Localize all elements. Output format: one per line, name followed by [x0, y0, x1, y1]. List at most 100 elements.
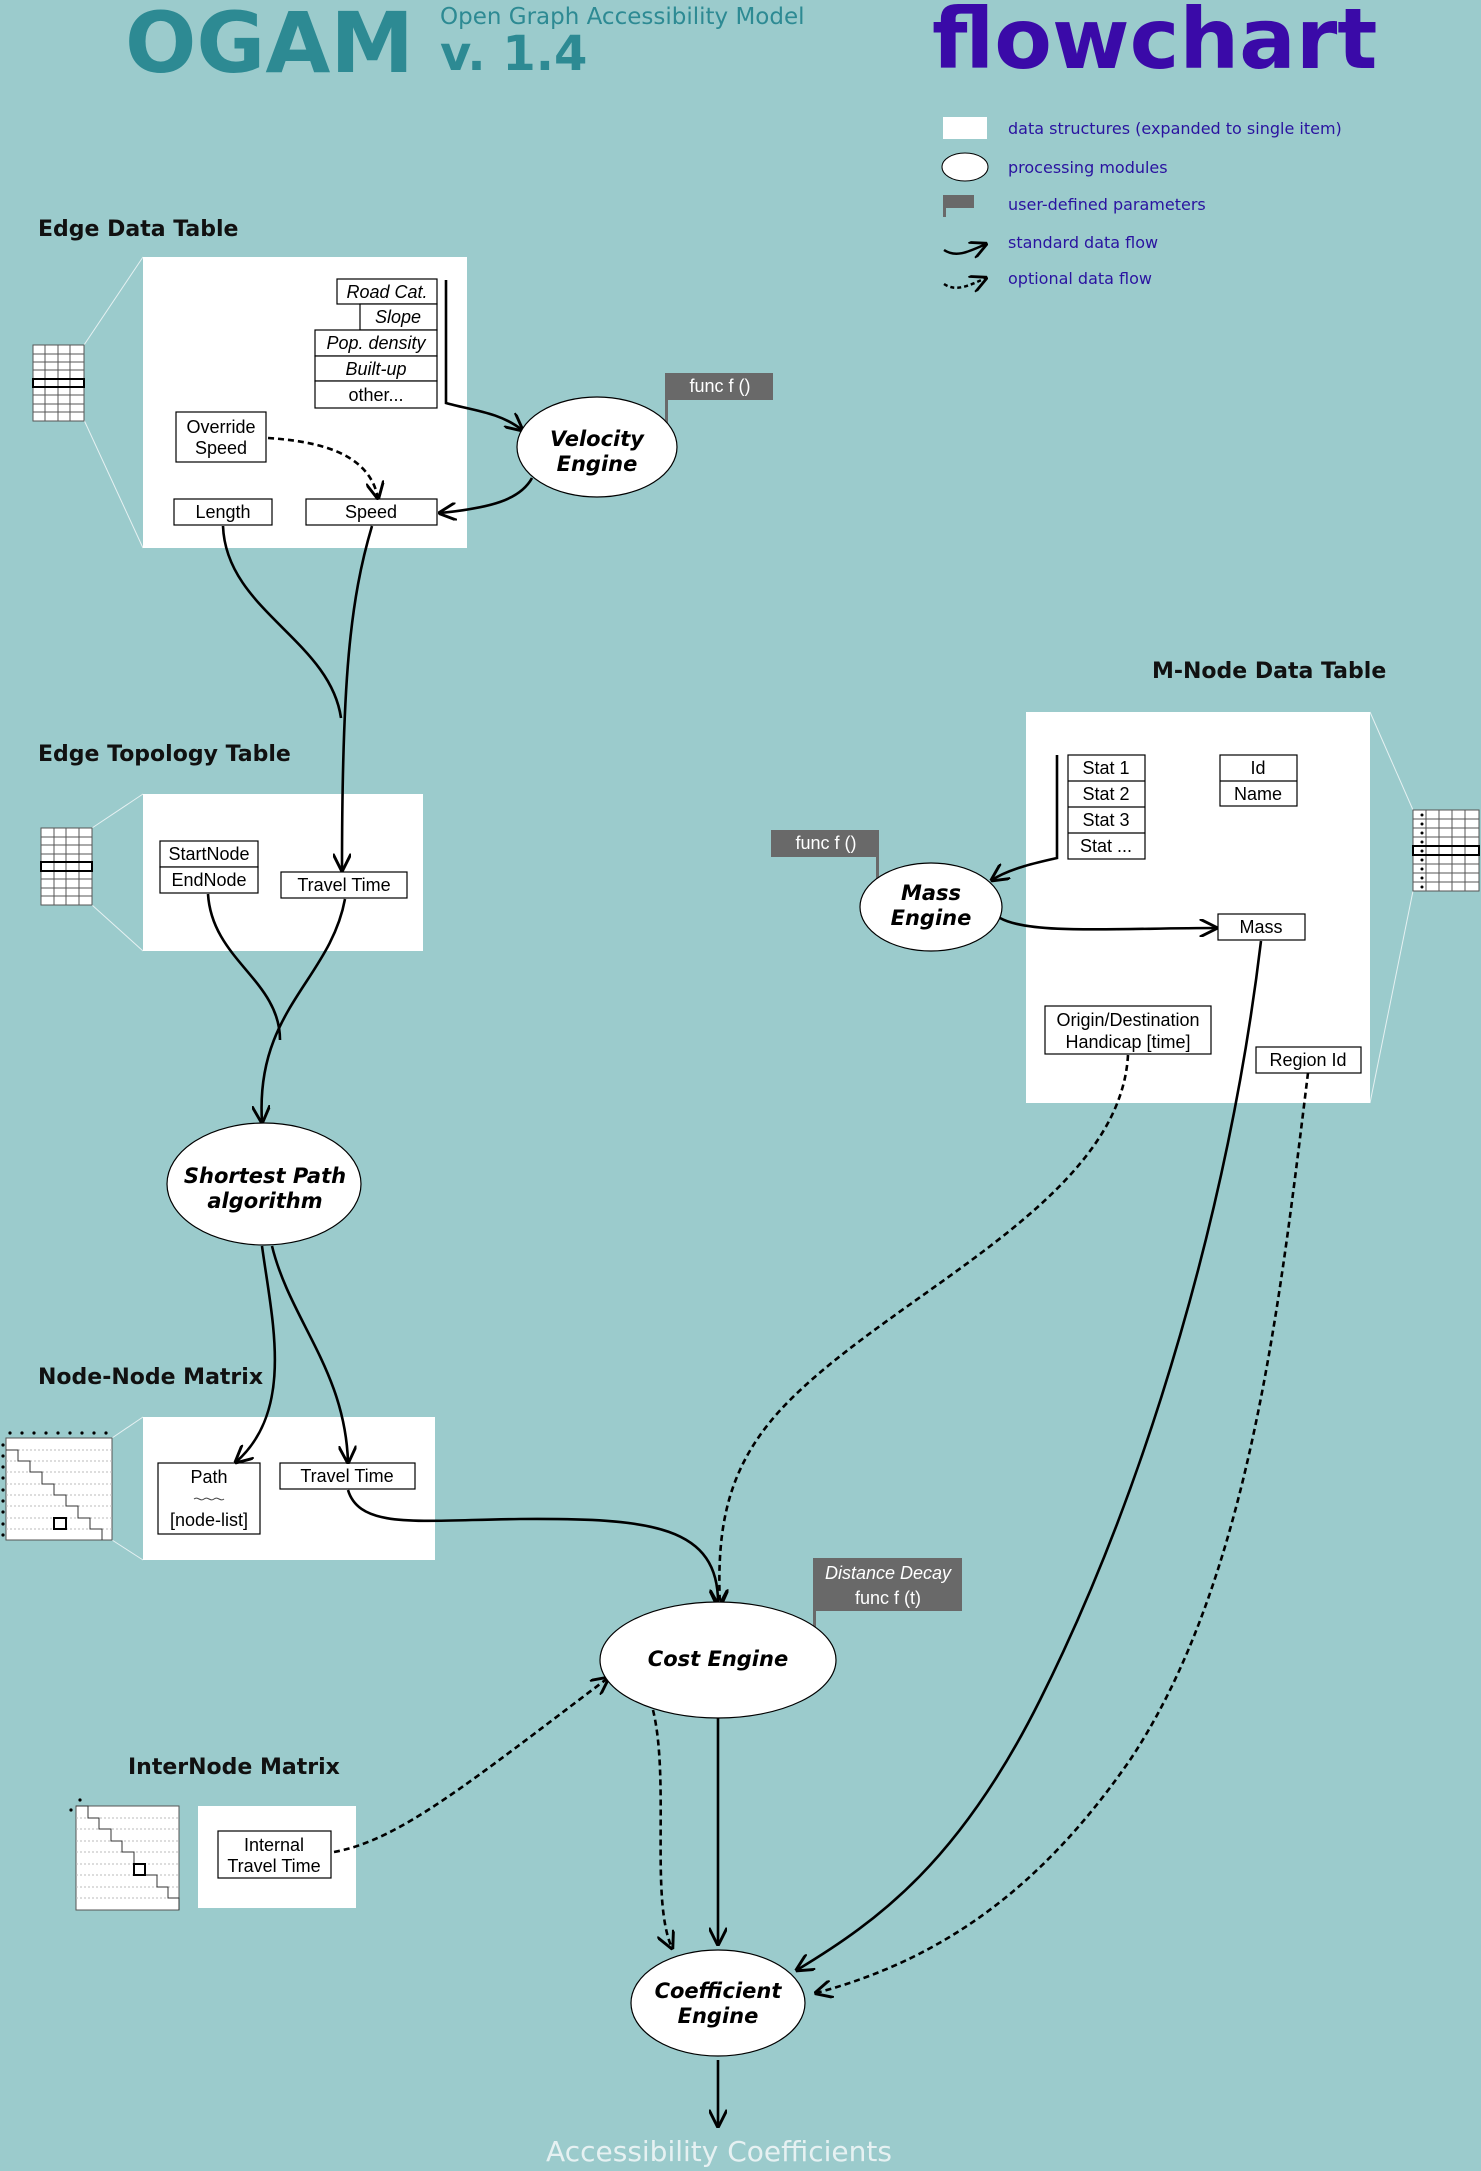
mnode-table-icon — [1369, 711, 1480, 1104]
section-node-node-matrix: Node-Node Matrix — [38, 1365, 263, 1390]
section-edge-data-table: Edge Data Table — [38, 217, 238, 242]
edge-attribute-stack: Road Cat. Slope Pop. density Built-up ot… — [314, 278, 438, 409]
edge-table-icon — [32, 256, 144, 549]
field-override-speed: Override Speed — [175, 411, 267, 463]
field-od-handicap-box — [1044, 1005, 1212, 1055]
module-velocity-engine: Velocity Engine — [516, 396, 678, 498]
field-od-1: Origin/Destination — [1056, 1010, 1199, 1030]
field-endnode-box — [159, 866, 259, 894]
svg-text:Engine: Engine — [678, 2004, 759, 2028]
section-edge-topology-table: Edge Topology Table — [38, 742, 291, 767]
svg-text:Engine: Engine — [891, 906, 972, 930]
field-region-id: Region Id — [1269, 1050, 1346, 1070]
flow-cost-to-coefficient-optional — [651, 1709, 672, 1948]
flow-velocity-to-speed — [440, 477, 534, 513]
version: v. 1.4 — [440, 26, 587, 82]
field-endnode: EndNode — [171, 870, 246, 890]
svg-text:Travel Time: Travel Time — [227, 1856, 320, 1876]
svg-text:Coefficient: Coefficient — [655, 1979, 783, 2003]
legend-standard-flow-icon — [943, 244, 986, 254]
field-road-cat: Road Cat. — [346, 282, 427, 302]
flow-mass-engine-to-mass — [999, 916, 1216, 929]
field-other: other... — [348, 385, 403, 405]
field-id: Id — [1250, 758, 1265, 778]
flow-shortest-to-travel-time — [270, 1245, 348, 1462]
field-pop-density: Pop. density — [326, 333, 426, 353]
legend-user-parameters: user-defined parameters — [1008, 195, 1206, 214]
legend-module-swatch — [941, 152, 989, 182]
field-travel-time-matrix: Travel Time — [300, 1466, 393, 1486]
svg-text:Velocity: Velocity — [550, 427, 645, 451]
svg-text:func f (t): func f (t) — [855, 1588, 921, 1608]
flow-mass-to-coefficient — [797, 940, 1263, 1970]
field-od-2: Handicap [time] — [1065, 1032, 1190, 1052]
flow-attributes-to-velocity — [444, 280, 522, 430]
field-built-up: Built-up — [345, 359, 406, 379]
flow-shortest-to-path — [236, 1245, 277, 1462]
svg-text:Override: Override — [186, 417, 255, 437]
module-coefficient-engine: Coefficient Engine — [630, 1949, 806, 2057]
svg-text:Cost Engine: Cost Engine — [648, 1647, 788, 1671]
field-node-list: [node-list] — [170, 1510, 248, 1530]
section-mnode-data-table: M-Node Data Table — [1152, 659, 1386, 684]
svg-text:Shortest Path: Shortest Path — [184, 1164, 346, 1188]
section-internode-matrix: InterNode Matrix — [128, 1755, 340, 1780]
svg-text:Engine: Engine — [557, 452, 638, 476]
path-squiggle-icon — [193, 1497, 225, 1501]
flow-region-to-coefficient — [816, 1072, 1310, 1993]
header: OGAM Open Graph Accessibility Model v. 1… — [125, 0, 1377, 92]
svg-text:Mass: Mass — [901, 881, 961, 905]
svg-text:Internal: Internal — [244, 1835, 304, 1855]
field-path: Path — [190, 1467, 227, 1487]
field-internal-travel-time: Internal Travel Time — [217, 1830, 332, 1879]
svg-text:func f (): func f () — [689, 376, 750, 396]
field-slope: Slope — [375, 307, 421, 327]
field-region-id-box — [1255, 1046, 1362, 1074]
logo: OGAM — [125, 0, 414, 92]
param-distance-decay: Distance Decay func f (t) — [813, 1558, 962, 1640]
param-mass-func: func f () — [771, 830, 879, 892]
field-mass-box — [1217, 913, 1306, 941]
svg-text:Speed: Speed — [195, 438, 247, 458]
output-label: Accessibility Coefficients — [546, 2135, 892, 2168]
field-stat-2: Stat 2 — [1082, 784, 1129, 804]
node-node-matrix-icon — [1, 1416, 144, 1561]
svg-text:algorithm: algorithm — [207, 1189, 322, 1213]
topology-table-icon — [40, 793, 144, 952]
legend-optional-flow-icon — [943, 278, 986, 288]
legend: data structures (expanded to single item… — [941, 117, 1342, 288]
svg-text:Distance Decay: Distance Decay — [825, 1563, 952, 1583]
legend-flag-icon — [943, 195, 974, 217]
flow-od-handicap-to-cost — [719, 1054, 1130, 1606]
flow-length-to-junction — [221, 525, 343, 719]
flow-arrows — [206, 280, 1310, 2126]
param-velocity-func: func f () — [665, 373, 773, 435]
flow-speed-to-travel-time — [342, 525, 374, 870]
field-speed: Speed — [345, 502, 397, 522]
field-travel-time-topo: Travel Time — [297, 875, 390, 895]
field-length-box — [173, 498, 273, 526]
flow-endnode-to-junction — [206, 893, 282, 1041]
section-titles: Edge Data Table Edge Topology Table Node… — [38, 217, 1386, 1780]
field-stat-3: Stat 3 — [1082, 810, 1129, 830]
svg-text:func f (): func f () — [795, 833, 856, 853]
flow-internal-time-to-cost — [333, 1678, 608, 1854]
field-speed-box — [305, 498, 438, 526]
full-name: Open Graph Accessibility Model — [440, 4, 805, 30]
legend-processing-modules: processing modules — [1008, 158, 1168, 177]
field-startnode-box — [159, 840, 259, 868]
field-travel-time-topo-box — [280, 871, 408, 899]
legend-standard-flow: standard data flow — [1008, 233, 1158, 252]
flow-override-to-speed — [267, 436, 378, 498]
field-mass: Mass — [1239, 917, 1282, 937]
field-name: Name — [1234, 784, 1282, 804]
field-travel-time-matrix-box — [279, 1462, 416, 1490]
field-stat-1: Stat 1 — [1082, 758, 1129, 778]
legend-data-structures: data structures (expanded to single item… — [1008, 119, 1342, 138]
legend-data-structure-swatch — [943, 117, 987, 139]
field-stat-more: Stat ... — [1080, 836, 1132, 856]
field-length: Length — [195, 502, 250, 522]
module-mass-engine: Mass Engine — [859, 862, 1003, 952]
module-shortest-path: Shortest Path algorithm — [166, 1122, 362, 1246]
